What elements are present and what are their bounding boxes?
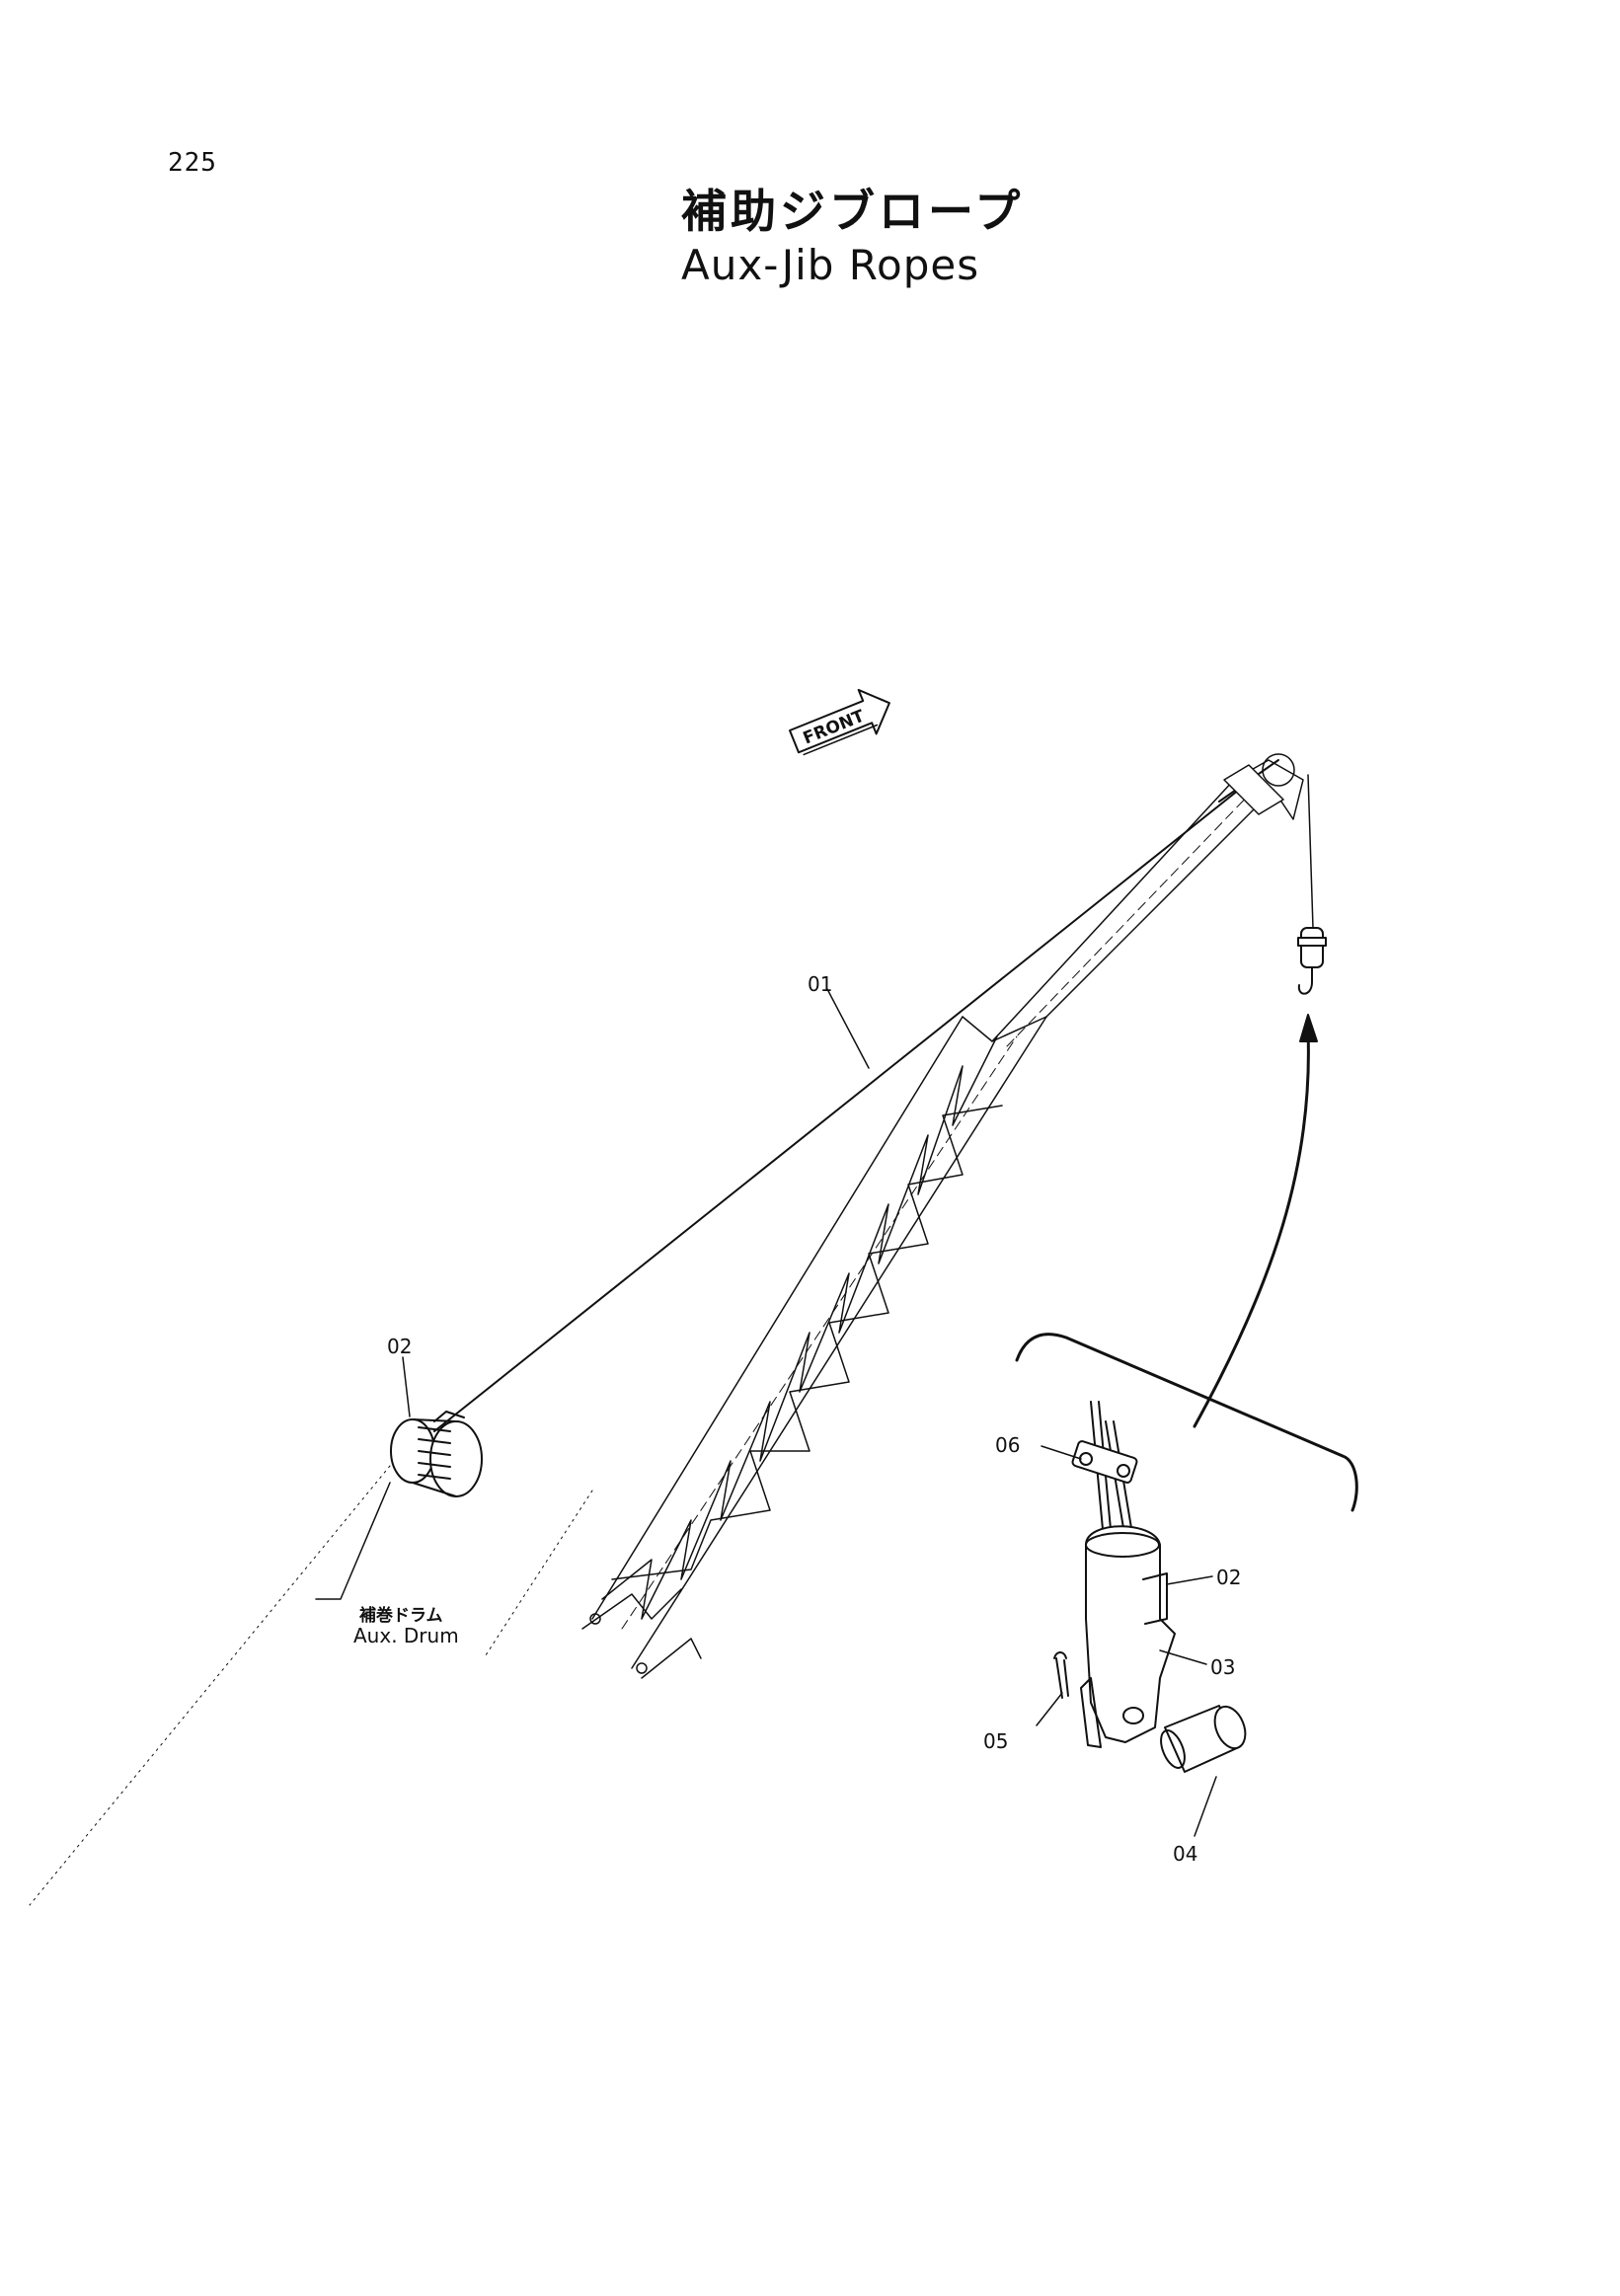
page-number: 225 — [168, 148, 217, 178]
rope-socket-icon — [1053, 1401, 1247, 1773]
aux-drum-label-english: Aux. Drum — [353, 1624, 459, 1647]
callout-06: 06 — [995, 1433, 1021, 1457]
callout-03: 03 — [1210, 1655, 1236, 1679]
jib-lattice — [581, 753, 1304, 1679]
detail-arrow — [1193, 1030, 1310, 1428]
callout-05: 05 — [983, 1729, 1009, 1753]
callout-04: 04 — [1173, 1842, 1198, 1866]
callout-02-drum: 02 — [387, 1335, 413, 1358]
aux-drum-label-japanese: 補巻ドラム — [359, 1606, 443, 1626]
front-arrow-icon: FRONT — [789, 688, 890, 756]
aux-drum-icon — [390, 1411, 483, 1497]
callout-01: 01 — [808, 972, 833, 996]
title-english: Aux-Jib Ropes — [681, 241, 980, 289]
hook-block-icon — [1297, 927, 1327, 995]
hook-rope — [1307, 774, 1314, 929]
callout-02-detail: 02 — [1216, 1566, 1242, 1589]
rope-01 — [433, 789, 1240, 1432]
detail-brace — [1015, 1333, 1358, 1512]
title-japanese: 補助ジブロープ — [681, 185, 1025, 238]
